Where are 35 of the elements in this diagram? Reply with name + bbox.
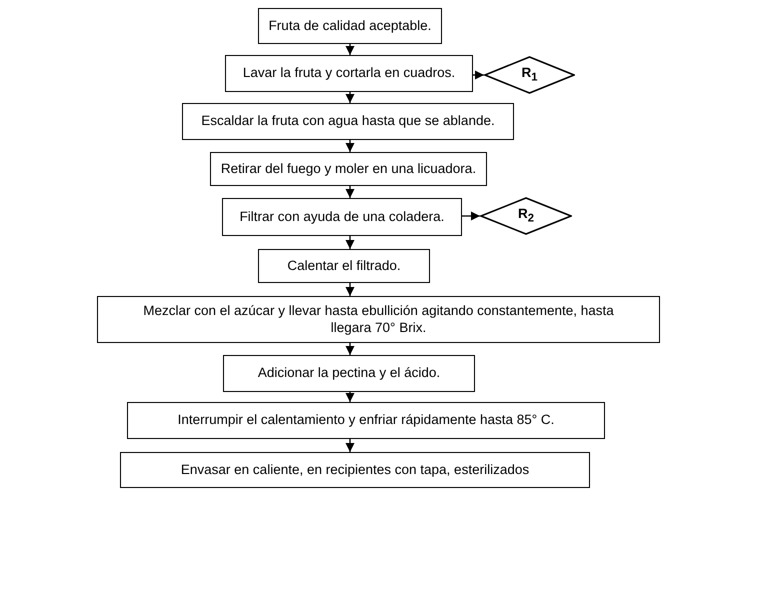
arrow [345,236,355,249]
step-text: Adicionar la pectina y el ácido. [258,365,440,382]
arrow [473,70,484,80]
arrow [345,140,355,152]
arrow [345,392,355,402]
arrow [345,44,355,55]
step-text: Mezclar con el azúcar y llevar hasta ebullición agitando constantemente, hasta llegara 70° Brix. [142,303,615,336]
decision-label: R$_{1}$ [521,64,538,86]
step-text: Envasar en caliente, en recipientes con tapa, esterilizados [180,462,530,478]
arrow [345,186,355,198]
step-text: Interrumpir el calentamiento y enfriar rápidamente hasta 85° C. [178,412,554,429]
process-box [97,296,660,343]
decision-diamond [484,56,575,94]
process-box [258,8,442,44]
arrow [345,283,355,296]
step-text: Filtrar con ayuda de una coladera. [240,208,444,226]
arrow [345,439,355,452]
process-box [127,402,605,439]
process-box [223,355,475,392]
step-text: Lavar la fruta y cortarla en cuadros. [242,65,456,82]
process-box [210,152,487,186]
arrow [462,211,480,221]
process-box [258,249,430,283]
process-box [222,198,462,236]
step-text: Escaldar la fruta con agua hasta que se ablande. [201,113,495,130]
step-text: Fruta de calidad aceptable. [268,18,432,34]
process-box [225,55,473,92]
decision-diamond [480,197,572,235]
arrow [345,343,355,355]
step-text: Calentar el filtrado. [287,258,401,274]
arrow [345,92,355,103]
step-text: Retirar del fuego y moler en una licuadora. [220,160,476,178]
process-box [120,452,590,488]
decision-label: R$_{2}$ [518,206,534,226]
process-box [182,103,514,140]
